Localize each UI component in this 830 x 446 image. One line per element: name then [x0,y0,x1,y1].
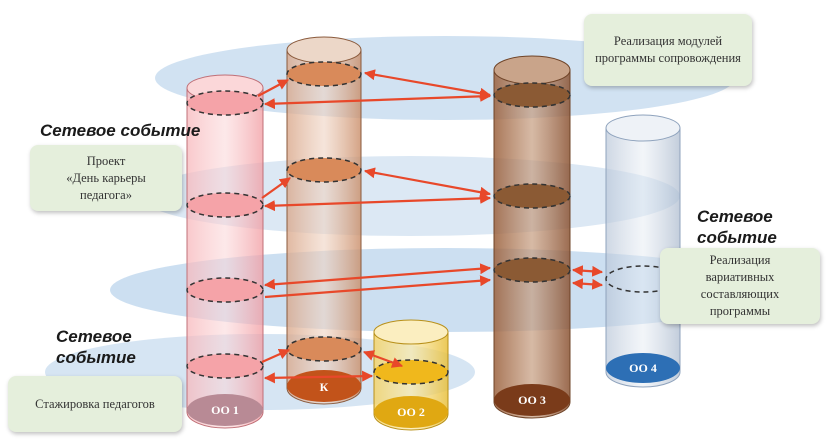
label-oo2: ОО 2 [397,405,425,419]
note-internship: Стажировка педагогов [8,376,182,432]
arrow-k-oo2 [362,350,404,368]
note-variative-line3: составляющих [700,287,780,301]
arrow-oo1-oo3-low [263,263,492,290]
label-oo3: ОО 3 [518,393,546,407]
note-variative-line1: Реализация [709,253,771,267]
cylinder-oo3 [493,55,571,419]
k-slot-1 [286,61,362,87]
cylinder-oo4 [605,114,681,388]
note-project-line2: «День карьеры [66,170,146,185]
note-variative-line4: программы [709,304,771,318]
network-event-bottom-line2: событие [56,348,136,367]
oo4-base [606,353,680,383]
arrow-oo1-oo3-low-2 [264,275,492,299]
note-variative-line2: вариативных [705,270,775,284]
network-event-bottom-line1: Сетевое [56,327,132,346]
arrow-oo1-oo3-top [263,90,492,110]
cylinder-oo1 [186,74,264,429]
network-event-right-line1: Сетевое [697,207,773,226]
note-project-line1: Проект [86,153,126,168]
oo3-slot-1 [493,82,571,108]
arrow-oo1-k-low [261,348,291,364]
arrow-oo3-oo4 [571,265,604,277]
arrows [257,69,604,384]
network-event-label-right: Сетевое событие [697,206,777,248]
note-modules-line1: Реализация модулей [613,34,723,48]
oo2-base [374,396,448,428]
label-oo1: ОО 1 [211,403,239,417]
arrow-oo1-oo2 [263,370,374,384]
arrow-oo1-k-top [257,79,289,97]
oo2-slot [373,359,449,385]
k-slot-3 [286,336,362,362]
k-slot-2 [286,157,362,183]
oo3-slot-2 [493,183,571,209]
oo3-base [494,384,570,416]
network-event-label-bottom: Сетевое событие [56,326,136,368]
note-internship-text: Стажировка педагогов [35,396,155,411]
oo1-slot-1 [186,90,264,116]
oo1-slot-3 [186,277,264,303]
note-modules: Реализация модулей программы сопровожден… [584,14,752,86]
network-event-right-line2: событие [697,228,777,247]
cylinder-k [286,36,362,405]
label-k: К [320,380,329,394]
oo3-slot-3 [493,257,571,283]
arrow-oo1-oo3-mid [263,192,492,212]
note-variative: Реализация вариативных составляющих прог… [660,248,820,324]
note-project-line3: педагога» [80,187,132,202]
arrow-k-oo3-mid [363,167,492,198]
oo1-slot-4 [186,353,264,379]
label-oo4: ОО 4 [629,361,657,375]
note-modules-line2: программы сопровождения [595,51,741,65]
arrow-oo3-oo4-2 [571,278,604,290]
oo1-slot-2 [186,192,264,218]
network-event-label-top: Сетевое событие [40,121,201,140]
note-project: Проект «День карьеры педагога» [30,145,182,211]
oo1-base [187,394,263,426]
